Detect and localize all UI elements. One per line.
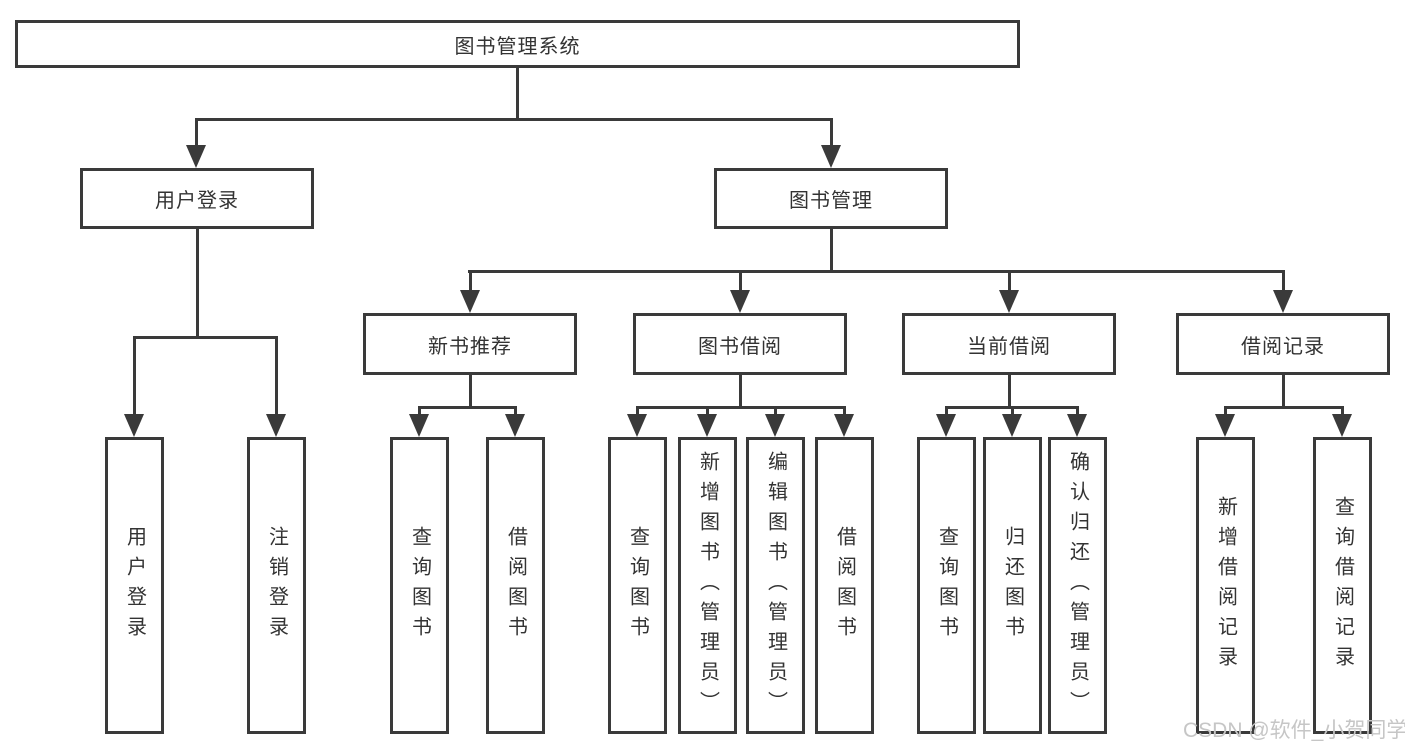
arrow-down-icon	[1215, 414, 1235, 437]
arrow-down-icon	[834, 414, 854, 437]
connector-line	[739, 375, 742, 409]
connector-line	[196, 229, 199, 339]
leaf-query-borrow-record: 查询借阅记录	[1313, 437, 1372, 734]
arrow-down-icon	[1002, 414, 1022, 437]
connector-line	[1282, 375, 1285, 409]
connector-line	[830, 118, 833, 148]
connector-line	[1011, 406, 1014, 418]
arrow-down-icon	[1067, 414, 1087, 437]
connector-line	[1341, 406, 1344, 418]
leaf-query-books: 查询图书	[917, 437, 976, 734]
connector-line	[195, 118, 198, 148]
arrow-down-icon	[1332, 414, 1352, 437]
arrow-down-icon	[765, 414, 785, 437]
connector-line	[774, 406, 777, 418]
connector-line	[636, 406, 845, 409]
connector-line	[945, 406, 948, 418]
connector-line	[1008, 375, 1011, 409]
arrow-down-icon	[821, 145, 841, 168]
connector-line	[516, 68, 519, 120]
arrow-down-icon	[936, 414, 956, 437]
connector-line	[1076, 406, 1079, 418]
connector-line	[830, 229, 833, 273]
connector-line	[1224, 406, 1227, 418]
watermark: CSDN @软件_小贺同学	[1183, 719, 1405, 742]
arrow-down-icon	[460, 290, 480, 313]
leaf-user-login: 用户登录	[105, 437, 164, 734]
leaf-confirm-return-admin: 确认归还（管理员）	[1048, 437, 1107, 734]
leaf-query-books: 查询图书	[390, 437, 449, 734]
connector-line	[196, 118, 833, 121]
connector-line	[275, 336, 278, 416]
connector-line	[706, 406, 709, 418]
connector-line	[469, 375, 472, 409]
node-user-login: 用户登录	[80, 168, 314, 229]
leaf-edit-books-admin: 编辑图书（管理员）	[746, 437, 805, 734]
arrow-down-icon	[186, 145, 206, 168]
connector-line	[418, 406, 421, 418]
node-book-borrow: 图书借阅	[633, 313, 847, 375]
node-current-borrow: 当前借阅	[902, 313, 1116, 375]
connector-line	[1282, 270, 1285, 292]
leaf-return-books: 归还图书	[983, 437, 1042, 734]
arrow-down-icon	[266, 414, 286, 437]
leaf-query-books: 查询图书	[608, 437, 667, 734]
node-system-root: 图书管理系统	[15, 20, 1020, 68]
connector-line	[636, 406, 639, 418]
node-borrow-record: 借阅记录	[1176, 313, 1390, 375]
arrow-down-icon	[999, 290, 1019, 313]
connector-line	[469, 270, 472, 292]
leaf-add-borrow-record: 新增借阅记录	[1196, 437, 1255, 734]
arrow-down-icon	[409, 414, 429, 437]
connector-line	[468, 270, 1285, 273]
arrow-down-icon	[505, 414, 525, 437]
arrow-down-icon	[1273, 290, 1293, 313]
connector-line	[418, 406, 516, 409]
arrow-down-icon	[627, 414, 647, 437]
connector-line	[1008, 270, 1011, 292]
connector-line	[1224, 406, 1343, 409]
arrow-down-icon	[697, 414, 717, 437]
arrow-down-icon	[124, 414, 144, 437]
leaf-logout: 注销登录	[247, 437, 306, 734]
leaf-add-books-admin: 新增图书（管理员）	[678, 437, 737, 734]
connector-line	[133, 336, 136, 416]
leaf-borrow-books: 借阅图书	[815, 437, 874, 734]
arrow-down-icon	[730, 290, 750, 313]
leaf-borrow-books: 借阅图书	[486, 437, 545, 734]
connector-line	[739, 270, 742, 292]
connector-line	[514, 406, 517, 418]
connector-line	[133, 336, 278, 339]
node-book-management: 图书管理	[714, 168, 948, 229]
connector-line	[843, 406, 846, 418]
node-new-book-recommend: 新书推荐	[363, 313, 577, 375]
